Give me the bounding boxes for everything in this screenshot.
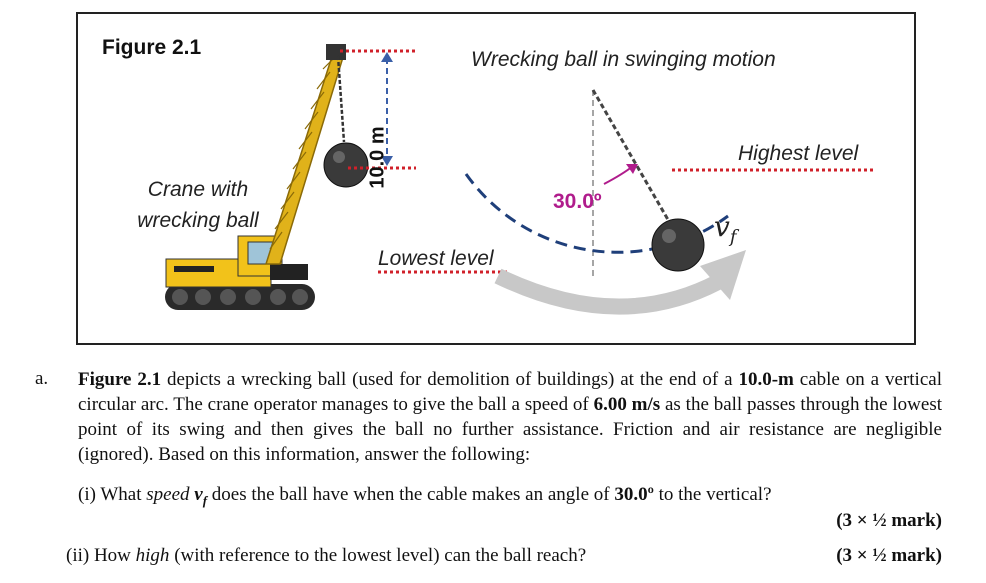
angle-value: 30.0º (614, 484, 654, 505)
angle-label: 30.0º (553, 190, 602, 213)
question-text: Figure 2.1 depicts a wrecking ball (used… (78, 369, 942, 465)
figure-illustration (165, 44, 874, 315)
subquestion-1: (i) What speed vf does the ball have whe… (78, 484, 772, 508)
figure-ref: Figure 2.1 (78, 369, 162, 390)
speed-value: 6.00 m/s (593, 394, 661, 415)
wrecking-ball (651, 218, 705, 272)
cable-length-label: 10.0 m (366, 126, 389, 189)
subquestion-2: (ii) How high (with reference to the low… (66, 545, 587, 566)
speed-symbol-sub: f (729, 226, 737, 248)
crane-label: Crane with wrecking ball (137, 178, 259, 232)
lowest-level-label: Lowest level (378, 247, 494, 270)
figure-2-1: Figure 2.1 Wrecking ball in swinging mot… (76, 12, 916, 345)
figure-title: Figure 2.1 (102, 36, 202, 59)
figure-heading: Wrecking ball in swinging motion (471, 48, 776, 71)
speed-symbol: vf (714, 210, 737, 248)
subquestion-2-mark: (3 × ½ mark) (836, 545, 942, 566)
highest-level-label: Highest level (738, 142, 859, 165)
speed-symbol-base: v (714, 210, 730, 243)
subquestion-1-mark: (3 × ½ mark) (836, 510, 942, 531)
question-label: a. (35, 368, 49, 389)
crane-illustration (165, 44, 369, 310)
cable-length-value: 10.0-m (738, 369, 794, 390)
